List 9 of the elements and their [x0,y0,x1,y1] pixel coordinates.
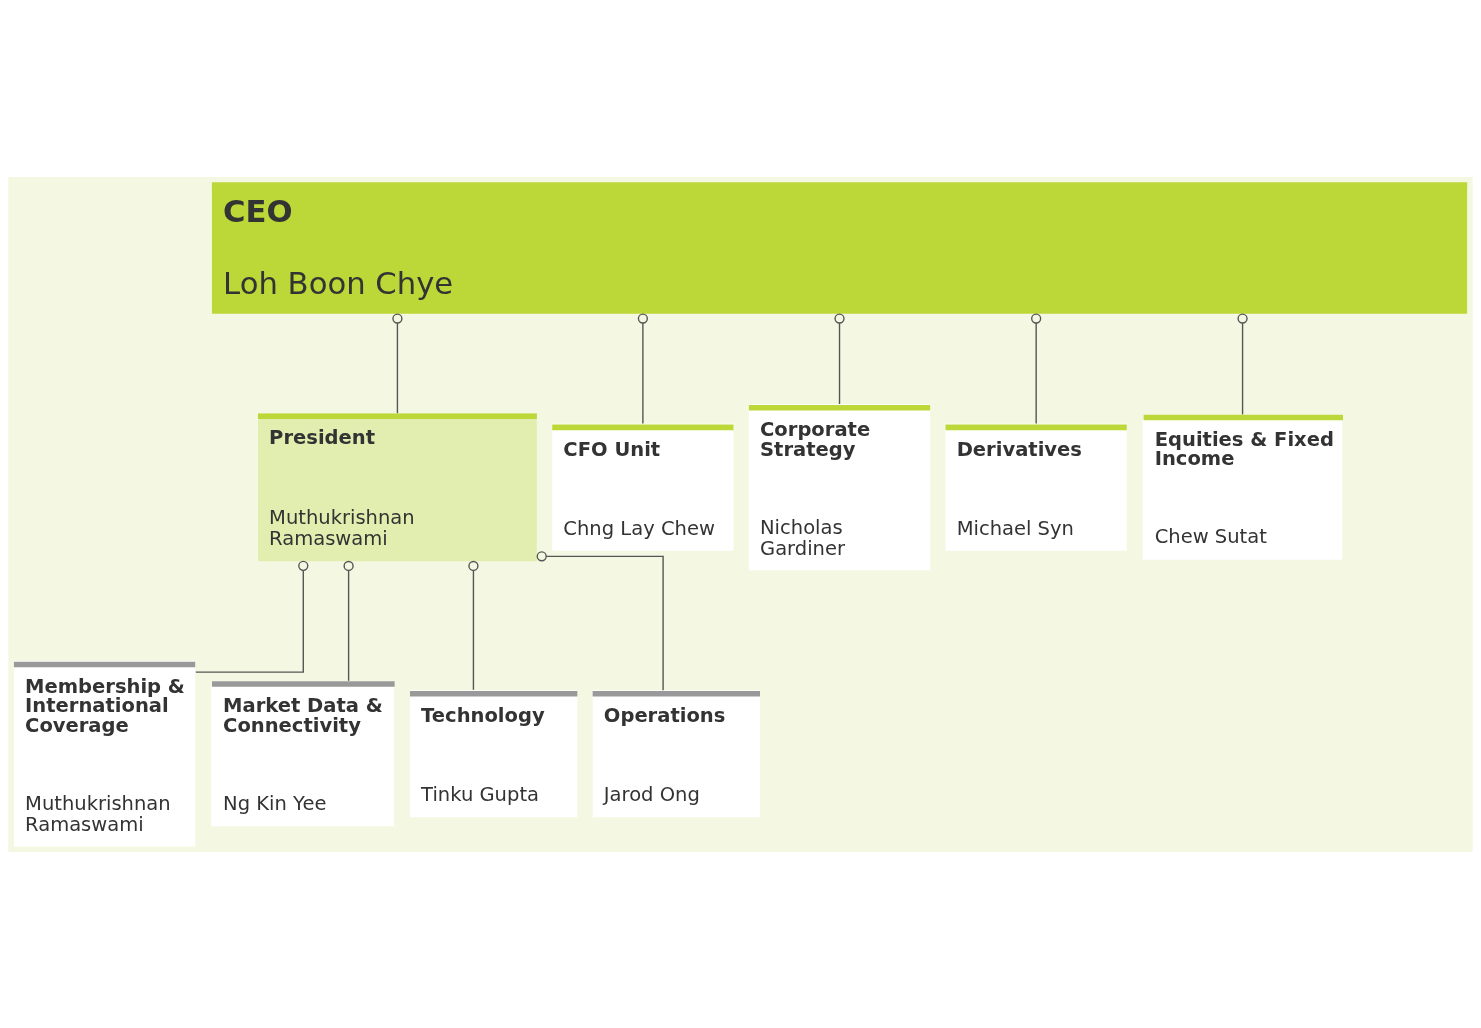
connector [468,560,479,690]
connector [834,312,845,405]
connector [637,312,649,424]
connector [1031,312,1042,424]
connector [195,560,309,673]
connector [1237,312,1248,415]
connector [392,312,403,414]
connector [536,550,664,691]
connector [343,560,354,681]
